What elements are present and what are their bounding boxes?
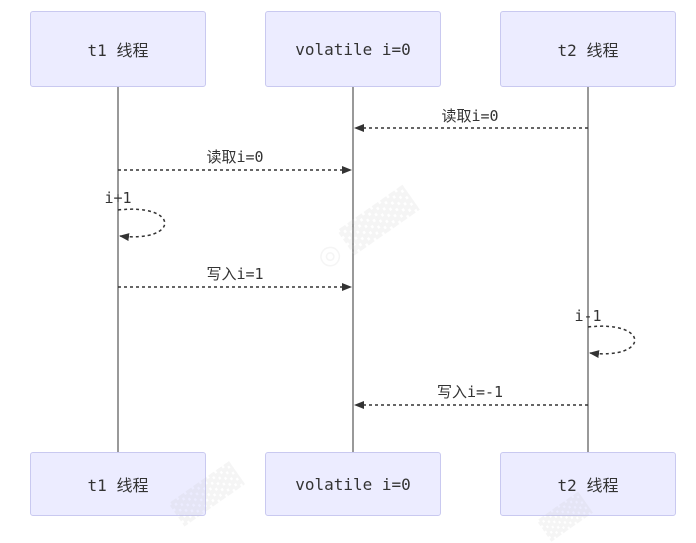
actor-label: t2 线程	[557, 41, 619, 60]
actor-volatile-bottom: volatile i=0	[265, 452, 441, 516]
message-label: 读取i=0	[206, 148, 263, 166]
actor-label: volatile i=0	[295, 39, 411, 59]
actor-t2-top: t2 线程	[500, 11, 676, 87]
actor-t1-top: t1 线程	[30, 11, 206, 87]
actor-t2-bottom: t2 线程	[500, 452, 676, 516]
message-label: i+1	[104, 189, 131, 207]
actor-label: t1 线程	[87, 476, 149, 495]
message-label: i-1	[574, 307, 601, 325]
message-label: 写入i=-1	[437, 383, 503, 401]
message-label: 写入i=1	[206, 265, 263, 283]
actor-label: volatile i=0	[295, 474, 411, 494]
actor-volatile-top: volatile i=0	[265, 11, 441, 87]
message-label: 读取i=0	[441, 107, 498, 125]
self-message-arrow	[587, 325, 636, 359]
self-message-arrow	[117, 208, 166, 242]
actor-t1-bottom: t1 线程	[30, 452, 206, 516]
actor-label: t2 线程	[557, 476, 619, 495]
actor-label: t1 线程	[87, 41, 149, 60]
